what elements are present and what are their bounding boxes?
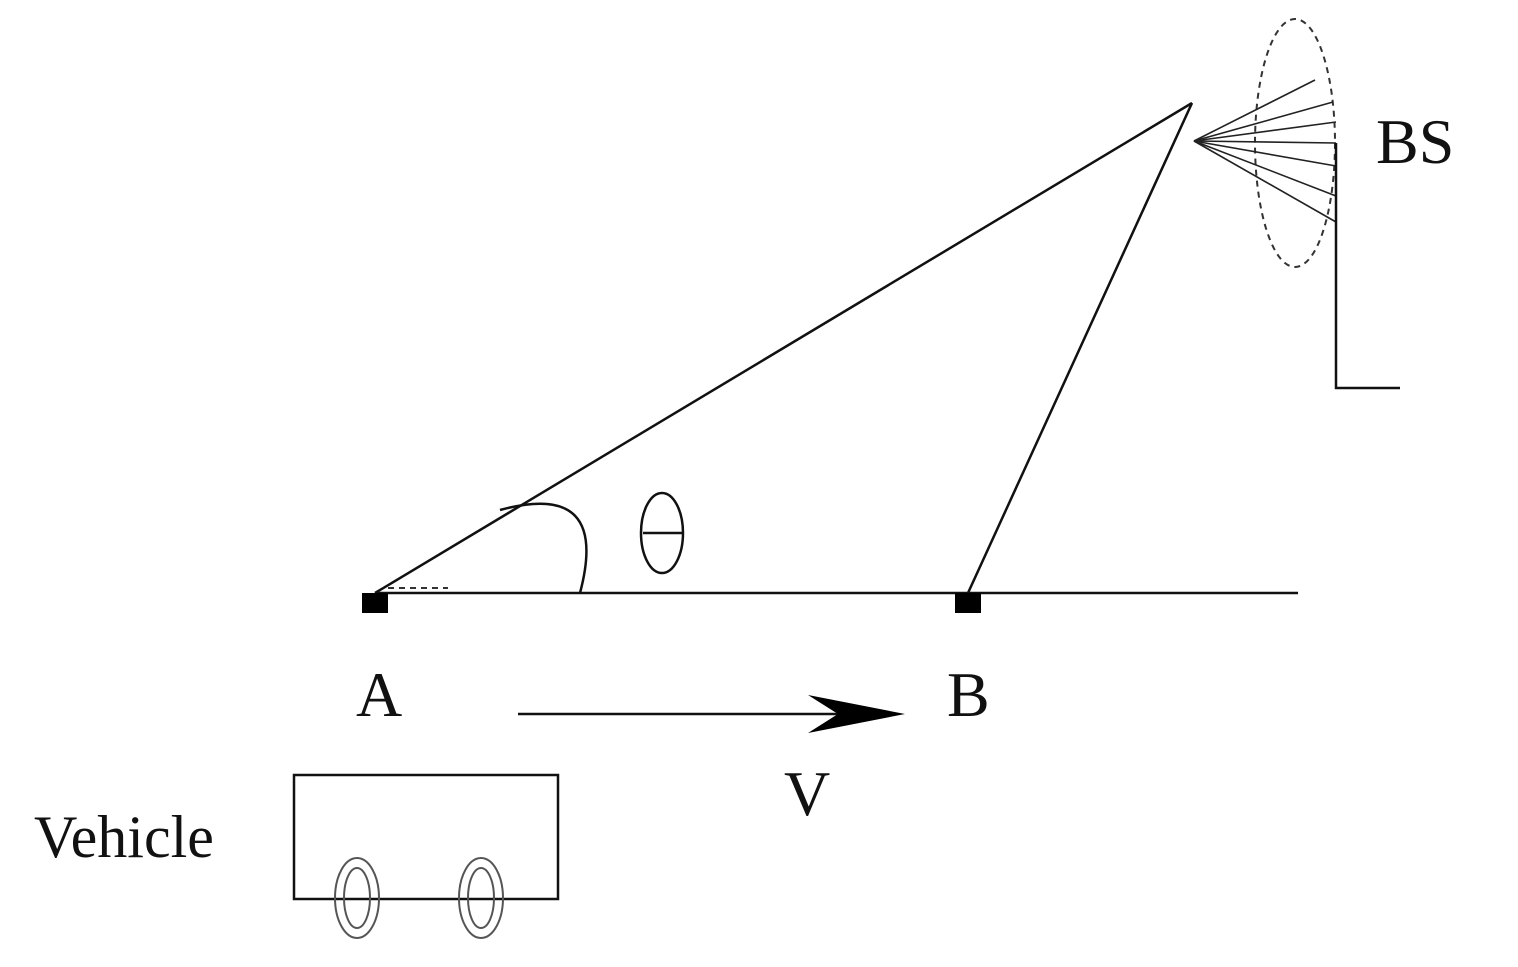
label-vehicle: Vehicle bbox=[34, 804, 214, 870]
label-point-a: A bbox=[356, 659, 402, 730]
label-base-station: BS bbox=[1376, 106, 1454, 177]
line-b-to-bs bbox=[966, 102, 1194, 594]
theta-symbol bbox=[639, 491, 685, 575]
label-velocity: V bbox=[784, 758, 830, 829]
vehicle-icon bbox=[292, 773, 560, 939]
base-station-antenna-icon bbox=[1193, 18, 1400, 390]
line-a-to-bs bbox=[374, 101, 1193, 595]
point-b-marker bbox=[955, 593, 981, 613]
point-a-marker bbox=[362, 593, 388, 613]
angle-arc bbox=[499, 502, 588, 594]
velocity-arrow-icon bbox=[518, 695, 905, 733]
label-point-b: B bbox=[947, 659, 990, 730]
